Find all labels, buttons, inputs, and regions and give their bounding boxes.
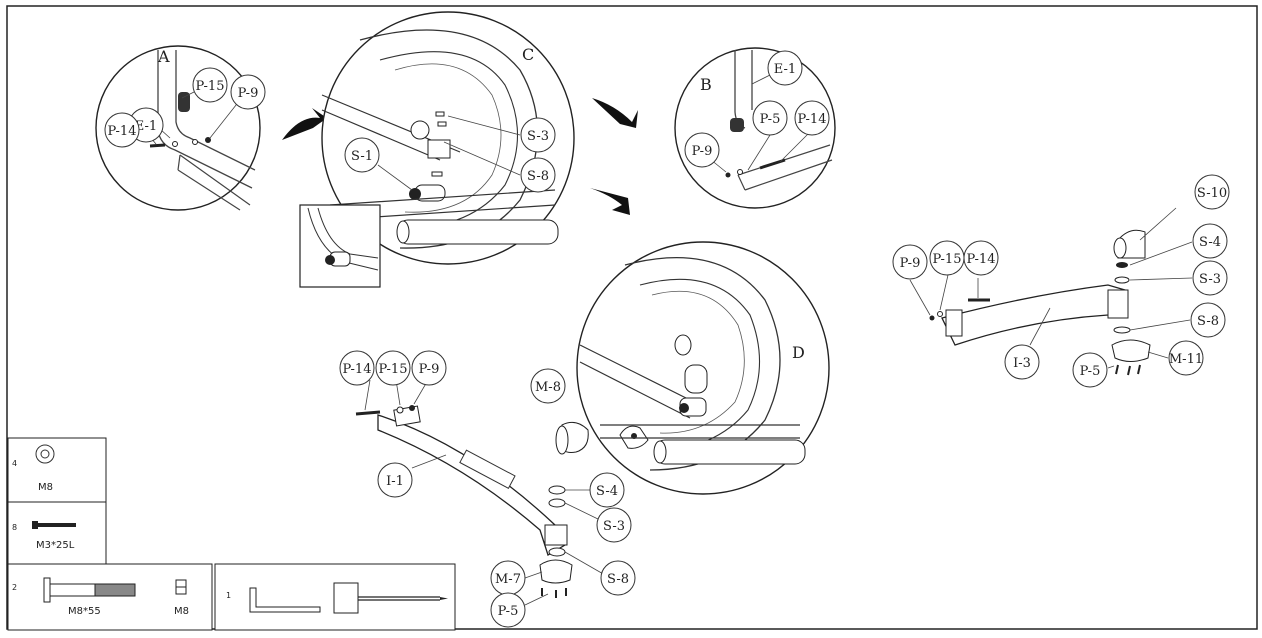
callout-label: M-7 (495, 572, 521, 587)
detail-view-d: D (576, 241, 830, 495)
screw-icon (36, 523, 76, 527)
detail-b-letter: B (700, 75, 712, 94)
callout-label: I-3 (1013, 356, 1031, 371)
callout-label: E-1 (135, 119, 157, 134)
callout-label: S-1 (351, 149, 373, 164)
detail-view-c: C S-3 S-1 S-8 (299, 11, 575, 288)
callout-label: S-8 (607, 572, 629, 587)
callout-label: P-9 (900, 256, 921, 271)
callout-label: P-15 (379, 362, 408, 377)
callout-label: S-3 (527, 129, 549, 144)
hardware-size: M8*55 (68, 606, 101, 617)
detail-c-letter: C (522, 45, 534, 64)
end-cap-m11 (1111, 339, 1151, 362)
callout-label: S-3 (1199, 272, 1221, 287)
callout-label: I-1 (386, 474, 404, 489)
pedal-arm-i3 (941, 284, 1126, 346)
callout-label: P-5 (498, 604, 519, 619)
left-pedal-arm-assembly: P-14 P-15 P-9 M-8 I-1 S-4 S-3 M-7 S-8 P-… (339, 350, 636, 628)
hardware-size: M3*25L (36, 540, 75, 551)
callout-label: P-5 (760, 112, 781, 127)
callout-label: P-14 (967, 252, 996, 267)
callout-label: P-14 (108, 124, 137, 139)
callout-label: P-14 (343, 362, 372, 377)
detail-a-letter: A (157, 47, 170, 66)
callout-label: S-4 (596, 484, 618, 499)
inset-zoom (299, 204, 381, 288)
bolt-icon (43, 577, 51, 603)
callout-label: P-5 (1080, 364, 1101, 379)
callout-label: P-9 (238, 86, 259, 101)
hardware-box-washer (7, 437, 107, 503)
callout-label: P-14 (798, 112, 827, 127)
right-pedal-arm-assembly: S-10 S-4 P-9 P-15 P-14 S-3 S-8 I-3 P-5 M… (892, 174, 1230, 388)
axle-hole-c (410, 120, 430, 140)
diagram-frame (6, 5, 1258, 630)
end-cap-m7 (539, 559, 573, 584)
callout-label: S-10 (1197, 186, 1227, 201)
arrow-b-to-c (592, 98, 638, 128)
hardware-size: M8 (38, 482, 53, 493)
detail-view-b: B E-1 P-5 P-14 P-9 (674, 47, 836, 209)
hardware-qty: 4 (12, 459, 17, 468)
callout-label: P-9 (692, 144, 713, 159)
hardware-qty: 2 (12, 583, 17, 592)
hardware-qty: 1 (226, 591, 231, 600)
callout-label: P-15 (933, 252, 962, 267)
detail-view-a: A E-1 P-15 P-9 P-14 (95, 45, 266, 211)
wrench-icon (333, 582, 359, 614)
callout-label: M-11 (1169, 352, 1203, 367)
hardware-box-screw (7, 501, 107, 565)
callout-label: S-8 (1197, 314, 1219, 329)
arrow-c-to-d (590, 188, 630, 215)
callout-label: P-15 (196, 79, 225, 94)
hardware-qty: 8 (12, 523, 17, 532)
detail-d-letter: D (792, 343, 805, 362)
callout-label: E-1 (774, 62, 796, 77)
hardware-box-bolt (7, 563, 213, 631)
arrow-a-to-c (282, 108, 327, 140)
callout-label: S-4 (1199, 235, 1221, 250)
pedal-pivot-boss (178, 92, 190, 112)
callout-label: S-8 (527, 169, 549, 184)
hardware-size: M8 (174, 606, 189, 617)
allen-key-icon (249, 587, 321, 613)
callout-label: S-3 (603, 519, 625, 534)
callout-label: P-9 (419, 362, 440, 377)
bolt-a (149, 143, 166, 148)
hardware-panel: 4 M8 8 M3*25L 2 M8*55 M8 1 (7, 437, 456, 631)
callout-label: M-8 (535, 380, 561, 395)
